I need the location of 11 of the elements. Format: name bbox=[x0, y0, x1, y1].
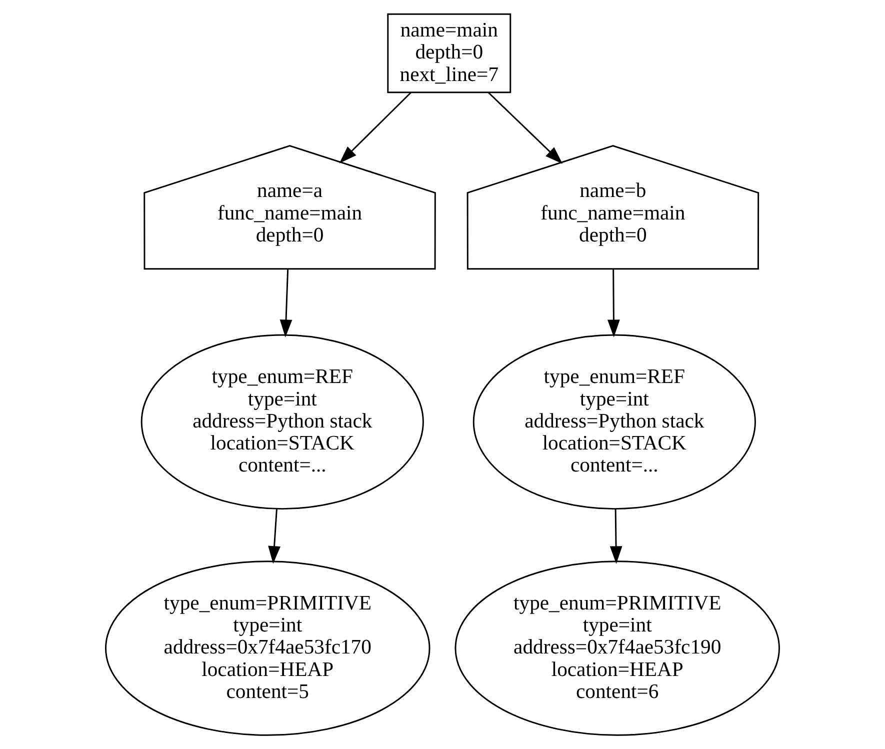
arrow bbox=[339, 92, 412, 164]
arrow bbox=[280, 269, 292, 338]
arrow bbox=[607, 269, 620, 338]
node-ellipse: type_enum=REF type=int address=Python stack location=STACK content=... bbox=[472, 334, 756, 510]
arrow bbox=[268, 508, 280, 564]
arrow bbox=[610, 509, 622, 564]
arrow bbox=[488, 92, 563, 164]
node-box: name=main depth=0 next_line=7 bbox=[387, 13, 512, 94]
node-ellipse: type_enum=PRIMITIVE type=int address=0x7f4ae53fc170 location=HEAP content=5 bbox=[105, 560, 430, 736]
node-ellipse: type_enum=REF type=int address=Python stack location=STACK content=... bbox=[140, 334, 424, 510]
node-ellipse: type_enum=PRIMITIVE type=int address=0x7f4ae53fc190 location=HEAP content=6 bbox=[454, 560, 780, 736]
